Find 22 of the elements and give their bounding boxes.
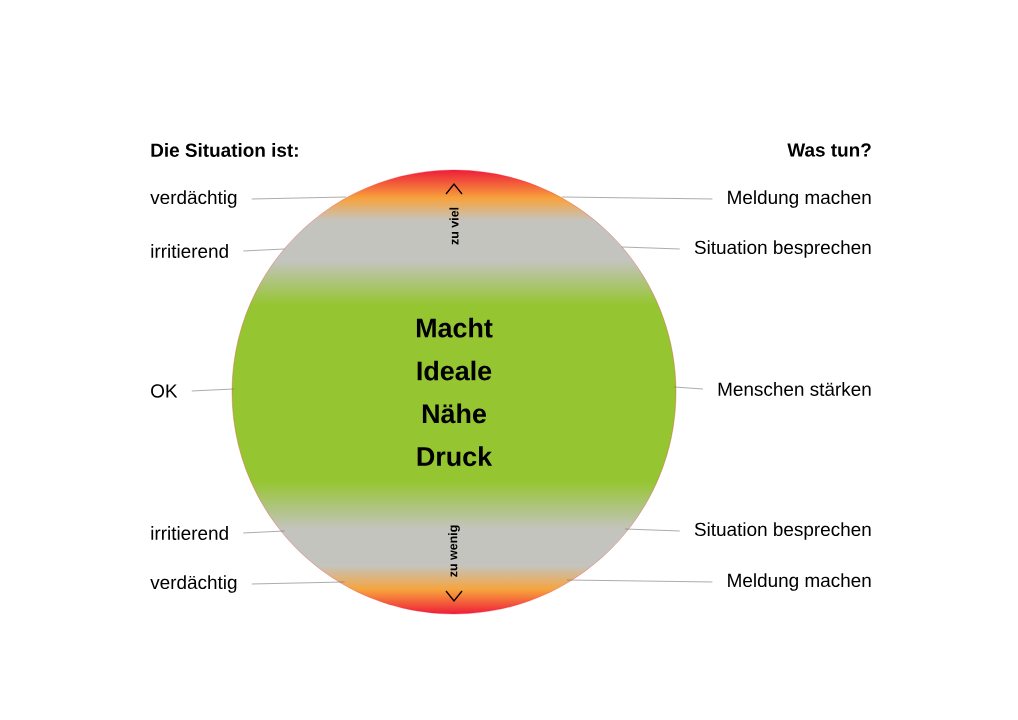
leader-line	[566, 579, 713, 583]
leader-line	[191, 388, 235, 392]
state-label: irritierend	[151, 526, 228, 540]
state-label: Menschen stärken	[718, 382, 871, 396]
leader-line	[621, 246, 681, 250]
column-heading: Was tun?	[787, 143, 871, 157]
state-label: Meldung machen	[728, 190, 871, 208]
leader-line	[673, 386, 704, 390]
leader-line	[561, 196, 713, 200]
leader-line	[251, 196, 347, 200]
state-label: irritierend	[151, 244, 228, 258]
state-label: OK	[151, 384, 178, 398]
state-label: Situation besprechen	[694, 240, 871, 258]
leader-line	[251, 581, 345, 585]
axis-label: zu viel	[449, 207, 459, 245]
column-heading: Die Situation ist:	[151, 143, 298, 157]
leader-line	[243, 530, 285, 534]
axis-label: zu wenig	[448, 525, 460, 577]
state-label: Situation besprechen	[694, 522, 871, 540]
leader-line	[243, 248, 285, 252]
state-label: Meldung machen	[728, 573, 871, 591]
leader-line	[624, 528, 681, 532]
